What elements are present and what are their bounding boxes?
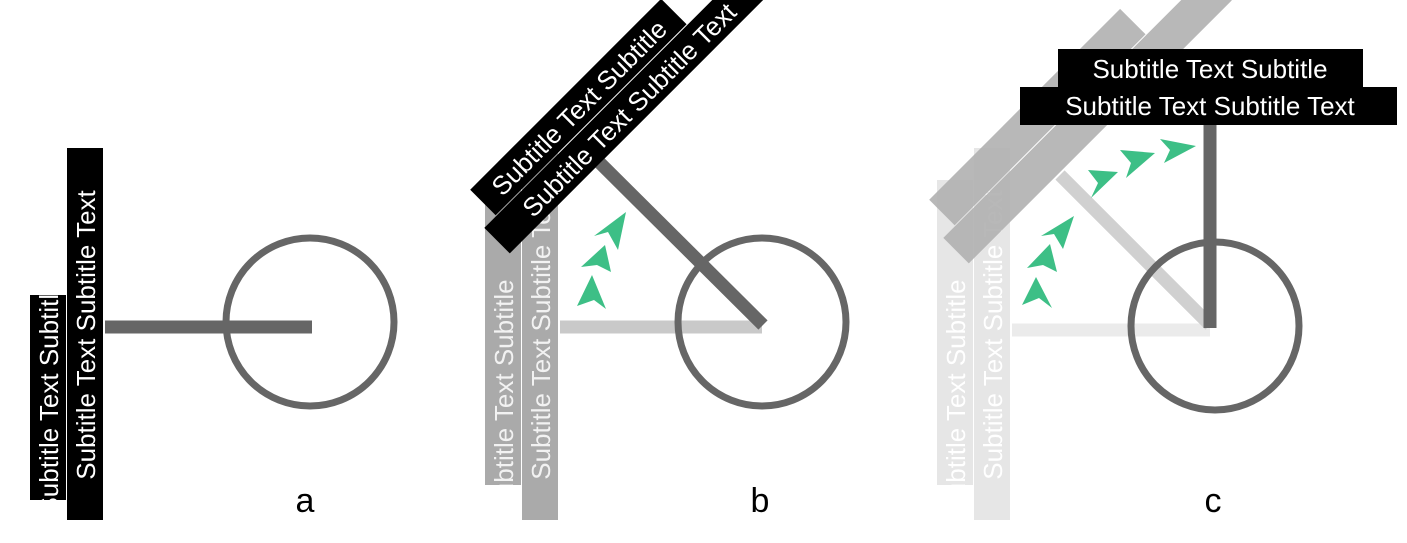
subtitle-line2: Subtitle Text Subtitle Text	[1065, 91, 1355, 121]
ghost-subtitle-diagonal	[929, 0, 1232, 264]
subtitle-line2-bg	[484, 0, 773, 254]
motion-arrows	[577, 212, 626, 309]
head-circle	[1127, 238, 1303, 414]
panel-label-b: b	[751, 482, 770, 520]
head-circle	[674, 234, 850, 410]
arrow-icon	[581, 245, 611, 272]
arrow-icon	[1160, 139, 1196, 163]
ghost-subtitle-line1: Subtitle Text Subtitle	[941, 279, 971, 514]
subtitle-box: Subtitle Text Subtitle Subtitle Text Sub…	[1020, 49, 1397, 125]
ghost-subtitle-line1-bg	[485, 180, 521, 485]
ghost-subtitle-line1: Subtitle Text Subtitle	[489, 279, 519, 514]
subtitle-line1: Subtitle Text Subtitle	[34, 279, 64, 514]
panel-c: Subtitle Text Subtitle Subtitle Text Sub…	[929, 0, 1397, 520]
ghost-diagonal-line2-bg	[943, 0, 1232, 264]
subtitle-line1-bg	[30, 295, 66, 500]
ghost-subtitle-box: Subtitle Text Subtitle Subtitle Text Sub…	[485, 148, 558, 520]
subtitle-box: Subtitle Text Subtitle Subtitle Text Sub…	[470, 0, 773, 254]
arrow-icon	[1041, 216, 1074, 249]
motion-arrows	[1022, 139, 1196, 308]
subtitle-line1-bg	[1058, 49, 1363, 87]
ghost-diagonal-line	[1055, 170, 1215, 330]
arrow-icon	[577, 275, 606, 309]
subtitle-line2: Subtitle Text Subtitle Text	[71, 189, 101, 479]
arrow-icon	[594, 212, 626, 250]
arrow-icon	[1120, 150, 1155, 178]
subtitle-line1-bg	[470, 0, 687, 216]
subtitle-line1: Subtitle Text Subtitle	[1092, 54, 1327, 84]
panel-b: Subtitle Text Subtitle Subtitle Text Sub…	[470, 0, 850, 520]
subtitle-line2-bg	[1020, 87, 1397, 125]
panel-label-a: a	[296, 482, 315, 520]
arrow-icon	[1027, 244, 1057, 272]
panel-label-c: c	[1205, 482, 1222, 520]
arrow-icon	[1088, 170, 1118, 198]
head-circle	[222, 234, 398, 410]
subtitle-box: Subtitle Text Subtitle Subtitle Text Sub…	[30, 148, 103, 520]
subtitle-line2-bg	[67, 148, 103, 520]
panel-a: Subtitle Text Subtitle Subtitle Text Sub…	[30, 148, 398, 520]
arrow-icon	[1022, 277, 1052, 308]
ghost-subtitle-line2: Subtitle Text Subtitle Text	[526, 189, 556, 479]
ghost-subtitle-line2-bg	[522, 148, 558, 520]
direction-line	[595, 158, 768, 330]
